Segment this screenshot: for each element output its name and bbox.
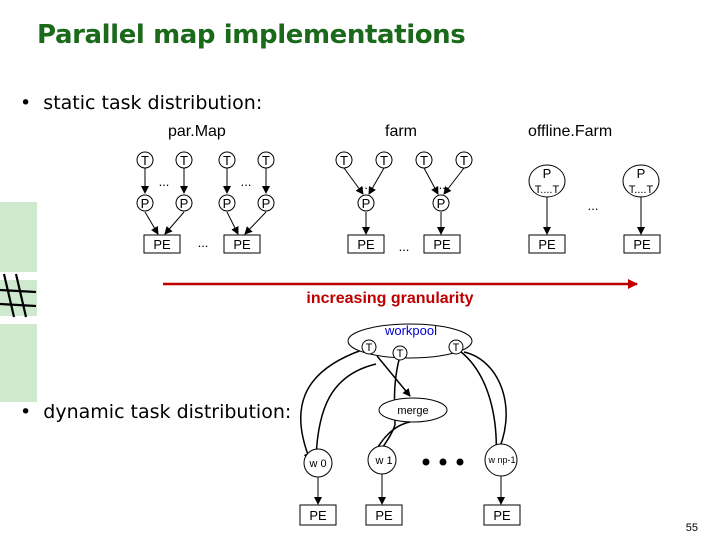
hash-decoration bbox=[0, 273, 37, 318]
process-node: P bbox=[437, 196, 446, 211]
offline-farm-diagram: P P T....T T....T ... PE PE bbox=[528, 164, 661, 254]
workpool-diagram: workpool T T T merge w 0 w 1 w np-1 bbox=[299, 323, 521, 526]
task-node: T bbox=[397, 348, 404, 360]
offline-farm-label: offline.Farm bbox=[528, 123, 612, 140]
offline-task-group: T....T bbox=[535, 184, 560, 196]
bullet-static: • static task distribution: bbox=[20, 92, 263, 114]
process-node: P bbox=[223, 196, 232, 211]
process-node: P bbox=[637, 166, 646, 181]
merge-node bbox=[378, 397, 448, 423]
task-node: T bbox=[180, 153, 188, 168]
ellipsis: ... bbox=[588, 198, 599, 213]
parmap-diagram: T T T T P P P P PE PE ... ... ... bbox=[136, 151, 275, 254]
process-node: P bbox=[543, 166, 552, 181]
offline-task-group: T....T bbox=[629, 184, 654, 196]
task-node: T bbox=[453, 342, 460, 354]
worker-1-label: w 1 bbox=[374, 455, 392, 467]
pe-box: PE bbox=[153, 237, 171, 252]
pe-box: PE bbox=[357, 237, 375, 252]
task-node: T bbox=[420, 153, 428, 168]
task-node: T bbox=[223, 153, 231, 168]
bullet-static-text: static task distribution: bbox=[43, 92, 263, 114]
task-node: T bbox=[380, 153, 388, 168]
task-node: T bbox=[141, 153, 149, 168]
pe-box: PE bbox=[493, 508, 511, 523]
decorative-sidebar bbox=[0, 202, 37, 402]
ellipsis: ... bbox=[399, 239, 410, 254]
ellipsis-dots bbox=[422, 458, 464, 466]
ellipsis: ... bbox=[159, 174, 170, 189]
ellipsis: ... bbox=[241, 174, 252, 189]
parmap-label: par.Map bbox=[168, 123, 226, 140]
pe-box: PE bbox=[233, 237, 251, 252]
bullet-dynamic: • dynamic task distribution: bbox=[20, 401, 292, 423]
bullet-dynamic-text: dynamic task distribution: bbox=[43, 401, 292, 423]
worker-0-label: w 0 bbox=[308, 458, 326, 470]
workpool-node bbox=[347, 323, 473, 359]
pe-box: PE bbox=[538, 237, 556, 252]
process-node: P bbox=[262, 196, 271, 211]
farm-diagram: T T T T P P PE PE ... ... ... bbox=[335, 151, 473, 254]
worker-last-label: w np-1 bbox=[487, 455, 515, 465]
process-node: P bbox=[362, 196, 371, 211]
page-number: 55 bbox=[685, 522, 698, 534]
process-node: P bbox=[180, 196, 189, 211]
farm-label: farm bbox=[385, 123, 417, 140]
pe-box: PE bbox=[309, 508, 327, 523]
pe-box: PE bbox=[433, 237, 451, 252]
task-node: T bbox=[460, 153, 468, 168]
pe-box: PE bbox=[633, 237, 651, 252]
pe-box: PE bbox=[375, 508, 393, 523]
process-node: P bbox=[141, 196, 150, 211]
ellipsis: ... bbox=[439, 177, 450, 192]
workpool-label: workpool bbox=[384, 323, 437, 338]
granularity-label: increasing granularity bbox=[306, 290, 473, 307]
slide-title: Parallel map implementations bbox=[37, 20, 466, 50]
task-node: T bbox=[340, 153, 348, 168]
merge-label: merge bbox=[397, 405, 428, 417]
task-node: T bbox=[366, 342, 373, 354]
ellipsis: ... bbox=[198, 235, 209, 250]
ellipsis: ... bbox=[361, 177, 372, 192]
task-node: T bbox=[262, 153, 270, 168]
